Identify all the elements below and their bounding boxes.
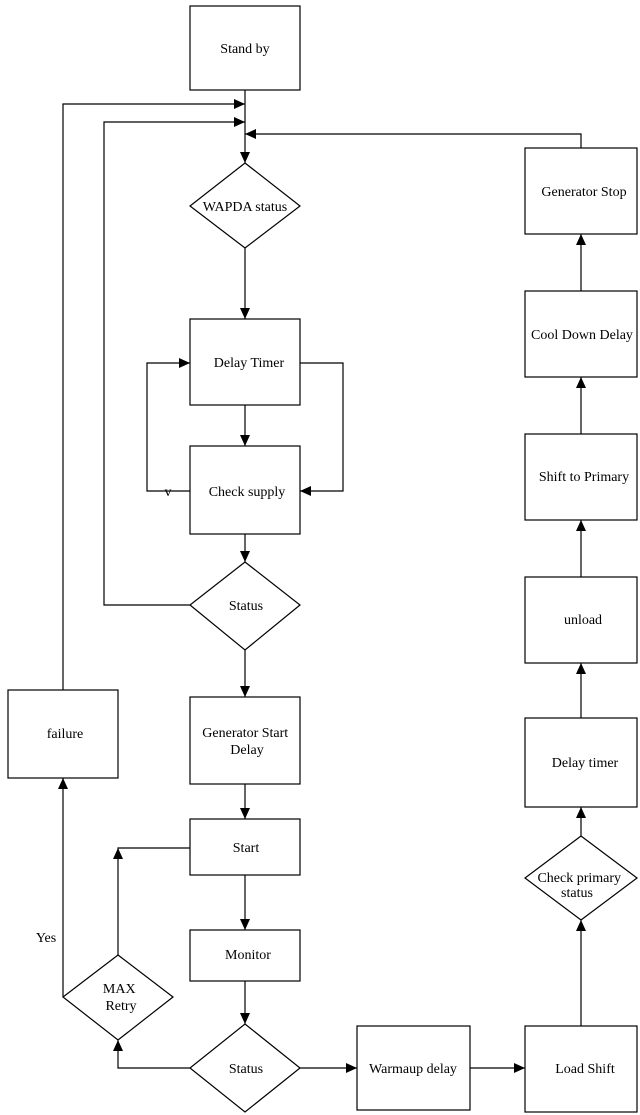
stand-by-box bbox=[189, 5, 301, 91]
check-supply-box bbox=[189, 445, 301, 535]
arrowhead bbox=[113, 1040, 123, 1051]
arrowhead bbox=[300, 486, 311, 496]
arrowhead bbox=[576, 663, 586, 674]
warmup-delay-label: Warmaup delay bbox=[369, 1062, 457, 1077]
delay-timer-label: Delay Timer bbox=[214, 356, 285, 371]
cool-down-delay-label: Cool Down Delay bbox=[531, 328, 633, 343]
start-box bbox=[189, 818, 301, 876]
edge-check-supply-loop-to-delay-timer bbox=[146, 362, 190, 492]
arrowhead bbox=[58, 778, 68, 789]
failure-box bbox=[7, 689, 119, 779]
arrowhead bbox=[179, 358, 190, 368]
edge-labels: v Yes bbox=[36, 485, 172, 946]
start-label: Start bbox=[233, 841, 260, 856]
delay-timer-right-box bbox=[524, 717, 638, 808]
edge-generator-stop-back-to-top bbox=[245, 133, 582, 148]
load-shift-label: Load Shift bbox=[555, 1062, 615, 1077]
edge-status-back-to-wapda bbox=[103, 121, 245, 606]
cool-down-delay-box bbox=[524, 290, 638, 378]
monitor-label: Monitor bbox=[225, 948, 271, 963]
delay-timer-right-label: Delay timer bbox=[552, 756, 619, 771]
shift-to-primary-label: Shift to Primary bbox=[539, 470, 629, 485]
arrowhead bbox=[113, 848, 123, 859]
arrowhead bbox=[240, 152, 250, 163]
arrowhead bbox=[234, 99, 245, 109]
max-retry-diamond bbox=[62, 954, 174, 1041]
load-shift-box bbox=[524, 1025, 638, 1113]
status-label-monitor: Status bbox=[229, 1062, 263, 1077]
arrowhead bbox=[240, 308, 250, 319]
status-label-supply: Status bbox=[229, 599, 263, 614]
arrowhead bbox=[240, 435, 250, 446]
max-retry-line-2: Retry bbox=[105, 999, 136, 1014]
yes-label: Yes bbox=[36, 931, 56, 946]
generator-stop-label: Generator Stop bbox=[541, 185, 626, 200]
edges bbox=[58, 90, 586, 1073]
edge-failure-back-to-top bbox=[62, 103, 245, 690]
status-diamond-monitor bbox=[189, 1023, 301, 1113]
arrowhead bbox=[576, 807, 586, 818]
check-primary-status-diamond bbox=[524, 835, 638, 921]
arrowhead bbox=[346, 1063, 357, 1073]
arrowhead bbox=[240, 686, 250, 697]
generator-start-delay-line-1: Generator Start bbox=[202, 726, 288, 741]
check-primary-status-line-2: status bbox=[561, 886, 593, 901]
shift-to-primary-box bbox=[524, 433, 638, 521]
arrowhead bbox=[576, 377, 586, 388]
check-primary-status-label: Check primary status bbox=[537, 871, 624, 901]
monitor-box bbox=[189, 929, 301, 982]
generator-start-delay-label: Generator Start Delay bbox=[202, 726, 291, 758]
status-diamond-supply bbox=[189, 561, 301, 651]
arrowhead bbox=[240, 808, 250, 819]
nodes: Stand by WAPDA status Delay Timer Check … bbox=[7, 5, 638, 1113]
generator-start-delay-box bbox=[189, 696, 301, 785]
check-supply-label: Check supply bbox=[209, 485, 286, 500]
warmup-delay-box bbox=[356, 1025, 471, 1111]
arrowhead bbox=[240, 1013, 250, 1024]
edge-delay-timer-to-check-supply-right bbox=[300, 362, 344, 492]
max-retry-line-1: MAX bbox=[103, 982, 136, 997]
wapda-status-diamond bbox=[189, 162, 301, 249]
arrowhead bbox=[576, 920, 586, 931]
arrowhead bbox=[234, 117, 245, 127]
delay-timer-box bbox=[189, 318, 301, 406]
arrowhead bbox=[514, 1063, 525, 1073]
unload-box bbox=[524, 576, 638, 664]
max-retry-label: MAX Retry bbox=[103, 982, 139, 1014]
generator-start-delay-line-2: Delay bbox=[230, 743, 263, 758]
arrowhead bbox=[576, 234, 586, 245]
wapda-status-label: WAPDA status bbox=[203, 200, 287, 215]
check-primary-status-line-1: Check primary bbox=[537, 871, 621, 886]
failure-label: failure bbox=[47, 727, 84, 742]
generator-stop-box bbox=[524, 147, 638, 235]
edge-max-retry-to-start bbox=[117, 847, 190, 955]
edge-status-to-max-retry bbox=[117, 1040, 190, 1069]
arrowhead bbox=[240, 919, 250, 930]
arrowhead bbox=[245, 129, 256, 139]
arrowhead bbox=[240, 551, 250, 562]
loop-v-label: v bbox=[165, 485, 172, 500]
arrowhead bbox=[576, 520, 586, 531]
unload-label: unload bbox=[564, 613, 602, 628]
stand-by-label: Stand by bbox=[220, 42, 269, 57]
